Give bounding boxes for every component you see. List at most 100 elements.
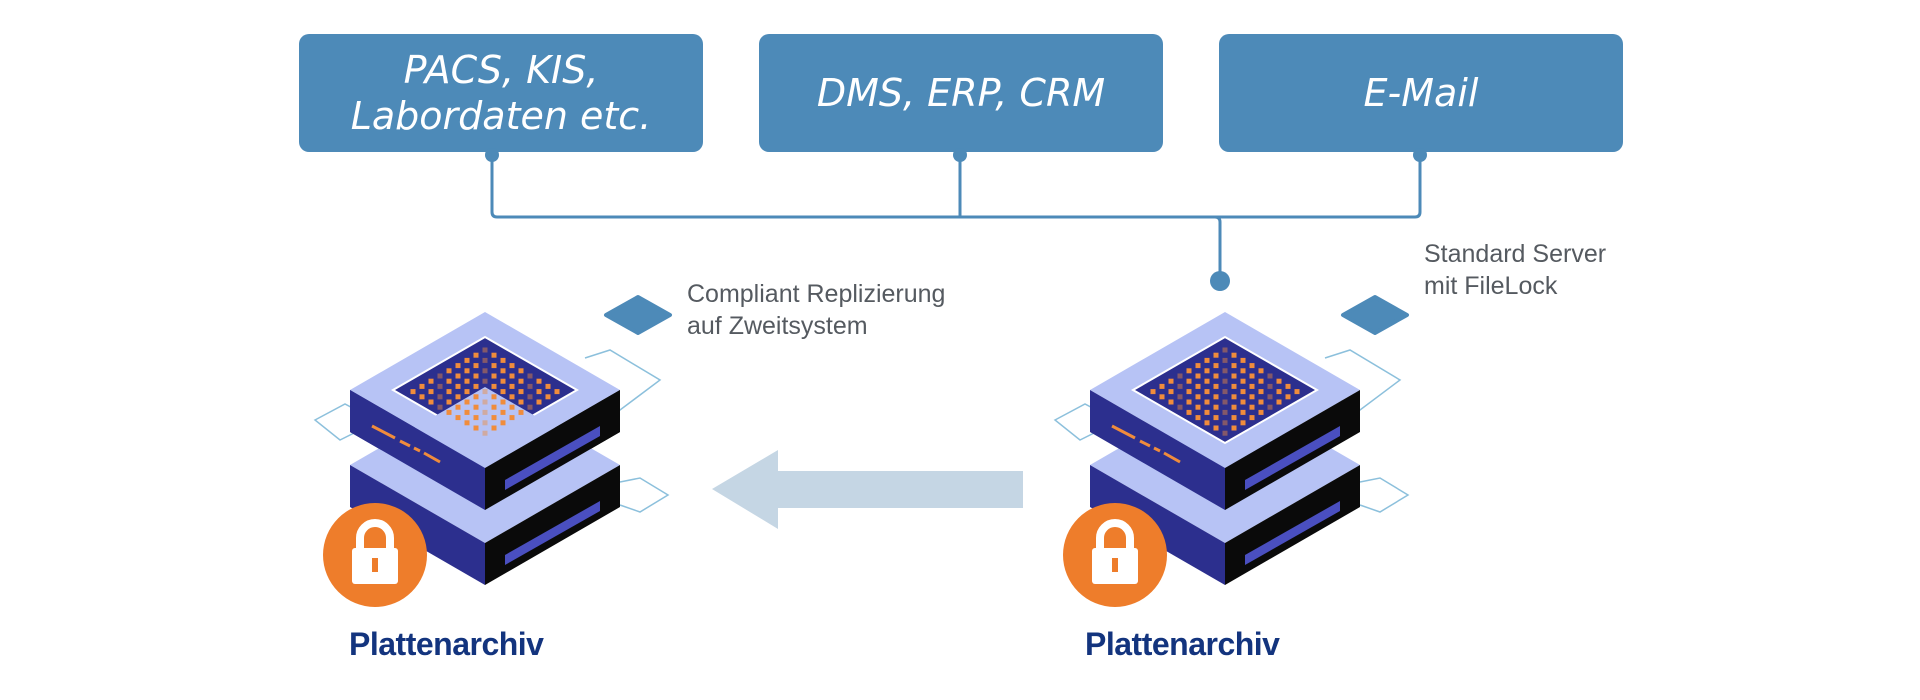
server-led-dot [1267,373,1273,379]
server-led-dot [491,383,497,389]
server-led-dot [1186,389,1192,395]
source-box-pacs-kis: PACS, KIS, Labordaten etc. [299,34,703,152]
server-led-dot [428,389,434,395]
server-led-dot [545,383,551,389]
server-led-dot [482,399,488,405]
server-led-dot [1213,352,1219,358]
connector-dot [485,148,499,162]
connector-line [490,154,1222,278]
archive-label-primary: Plattenarchiv [1085,626,1280,662]
server-led-dot [455,373,461,379]
server-led-dot [1240,399,1246,405]
server-led-dot [1249,363,1255,369]
server-led-dot [1168,378,1174,384]
server-led-dot [1231,404,1237,410]
server-led-dot [419,383,425,389]
server-led-dot [1222,378,1228,384]
server-led-dot [518,389,524,395]
server-led-dot [1294,389,1300,395]
server-led-dot [1276,378,1282,384]
server-led-dot [473,404,479,410]
server-led-dot [527,404,533,410]
server-led-dot [1186,409,1192,415]
server-led-dot [446,378,452,384]
server-led-dot [500,378,506,384]
server-led-dot [1222,409,1228,415]
server-led-dot [446,368,452,374]
server-graphic [1053,312,1410,607]
server-led-dot [1213,404,1219,410]
server-led-dot [500,399,506,405]
server-led-dot [491,363,497,369]
server-led-dot [1222,357,1228,363]
server-led-dot [509,404,515,410]
server-led-dot [1168,399,1174,405]
server-led-dot [482,357,488,363]
server-led-dot [437,404,443,410]
server-led-dot [1159,394,1165,400]
server-led-dot [428,378,434,384]
server-led-dot [1240,368,1246,374]
server-led-dot [482,378,488,384]
server-led-dot [473,425,479,431]
server-led-dot [410,389,416,395]
server-led-dot [1204,409,1210,415]
server-led-dot [1213,394,1219,400]
server-led-dot [473,363,479,369]
server-led-dot [491,404,497,410]
server-led-dot [545,394,551,400]
server-led-dot [1240,409,1246,415]
server-led-dot [509,373,515,379]
source-box-dms-erp-crm: DMS, ERP, CRM [759,34,1163,152]
server-led-dot [1213,363,1219,369]
server-led-dot [1231,415,1237,421]
server-led-dot [1231,425,1237,431]
server-led-dot [464,399,470,405]
connector-line [960,154,1422,219]
server-led-dot [518,409,524,415]
server-led-dot [1195,415,1201,421]
server-led-dot [491,352,497,358]
server-led-dot [1186,368,1192,374]
server-led-dot [1249,383,1255,389]
server-led-dot [473,352,479,358]
server-led-dot [518,368,524,374]
server-led-dot [491,394,497,400]
server-led-dot [446,399,452,405]
server-led-dot [1267,394,1273,400]
server-led-dot [464,368,470,374]
server-led-dot [527,383,533,389]
replication-note: Compliant Replizierung auf Zweitsystem [687,280,946,340]
server-led-dot [1258,409,1264,415]
connector-dot [953,148,967,162]
server-led-dot [446,389,452,395]
server-led-dot [1231,363,1237,369]
server-led-dot [554,389,560,395]
server-led-dot [455,363,461,369]
replication-arrow [712,450,1023,529]
server-led-dot [1177,383,1183,389]
server-led-dot [1231,383,1237,389]
server-led-dot [1231,352,1237,358]
server-led-dot [518,399,524,405]
server-led-dot [500,368,506,374]
server-led-dot [1222,399,1228,405]
server-led-dot [464,389,470,395]
connector-dot [1413,148,1427,162]
server-led-dot [1177,394,1183,400]
server-led-dot [1285,383,1291,389]
server-led-dot [509,415,515,421]
server-led-dot [1195,394,1201,400]
source-box-email: E-Mail [1219,34,1623,152]
server-led-dot [1240,389,1246,395]
server-stack-icon [1053,312,1410,607]
server-led-dot [527,394,533,400]
server-led-dot [1195,404,1201,410]
server-led-dot [1222,430,1228,436]
server-led-dot [500,357,506,363]
server-led-dot [491,425,497,431]
lock-icon [1092,519,1138,584]
server-led-dot [1213,415,1219,421]
server-graphic [313,312,670,607]
